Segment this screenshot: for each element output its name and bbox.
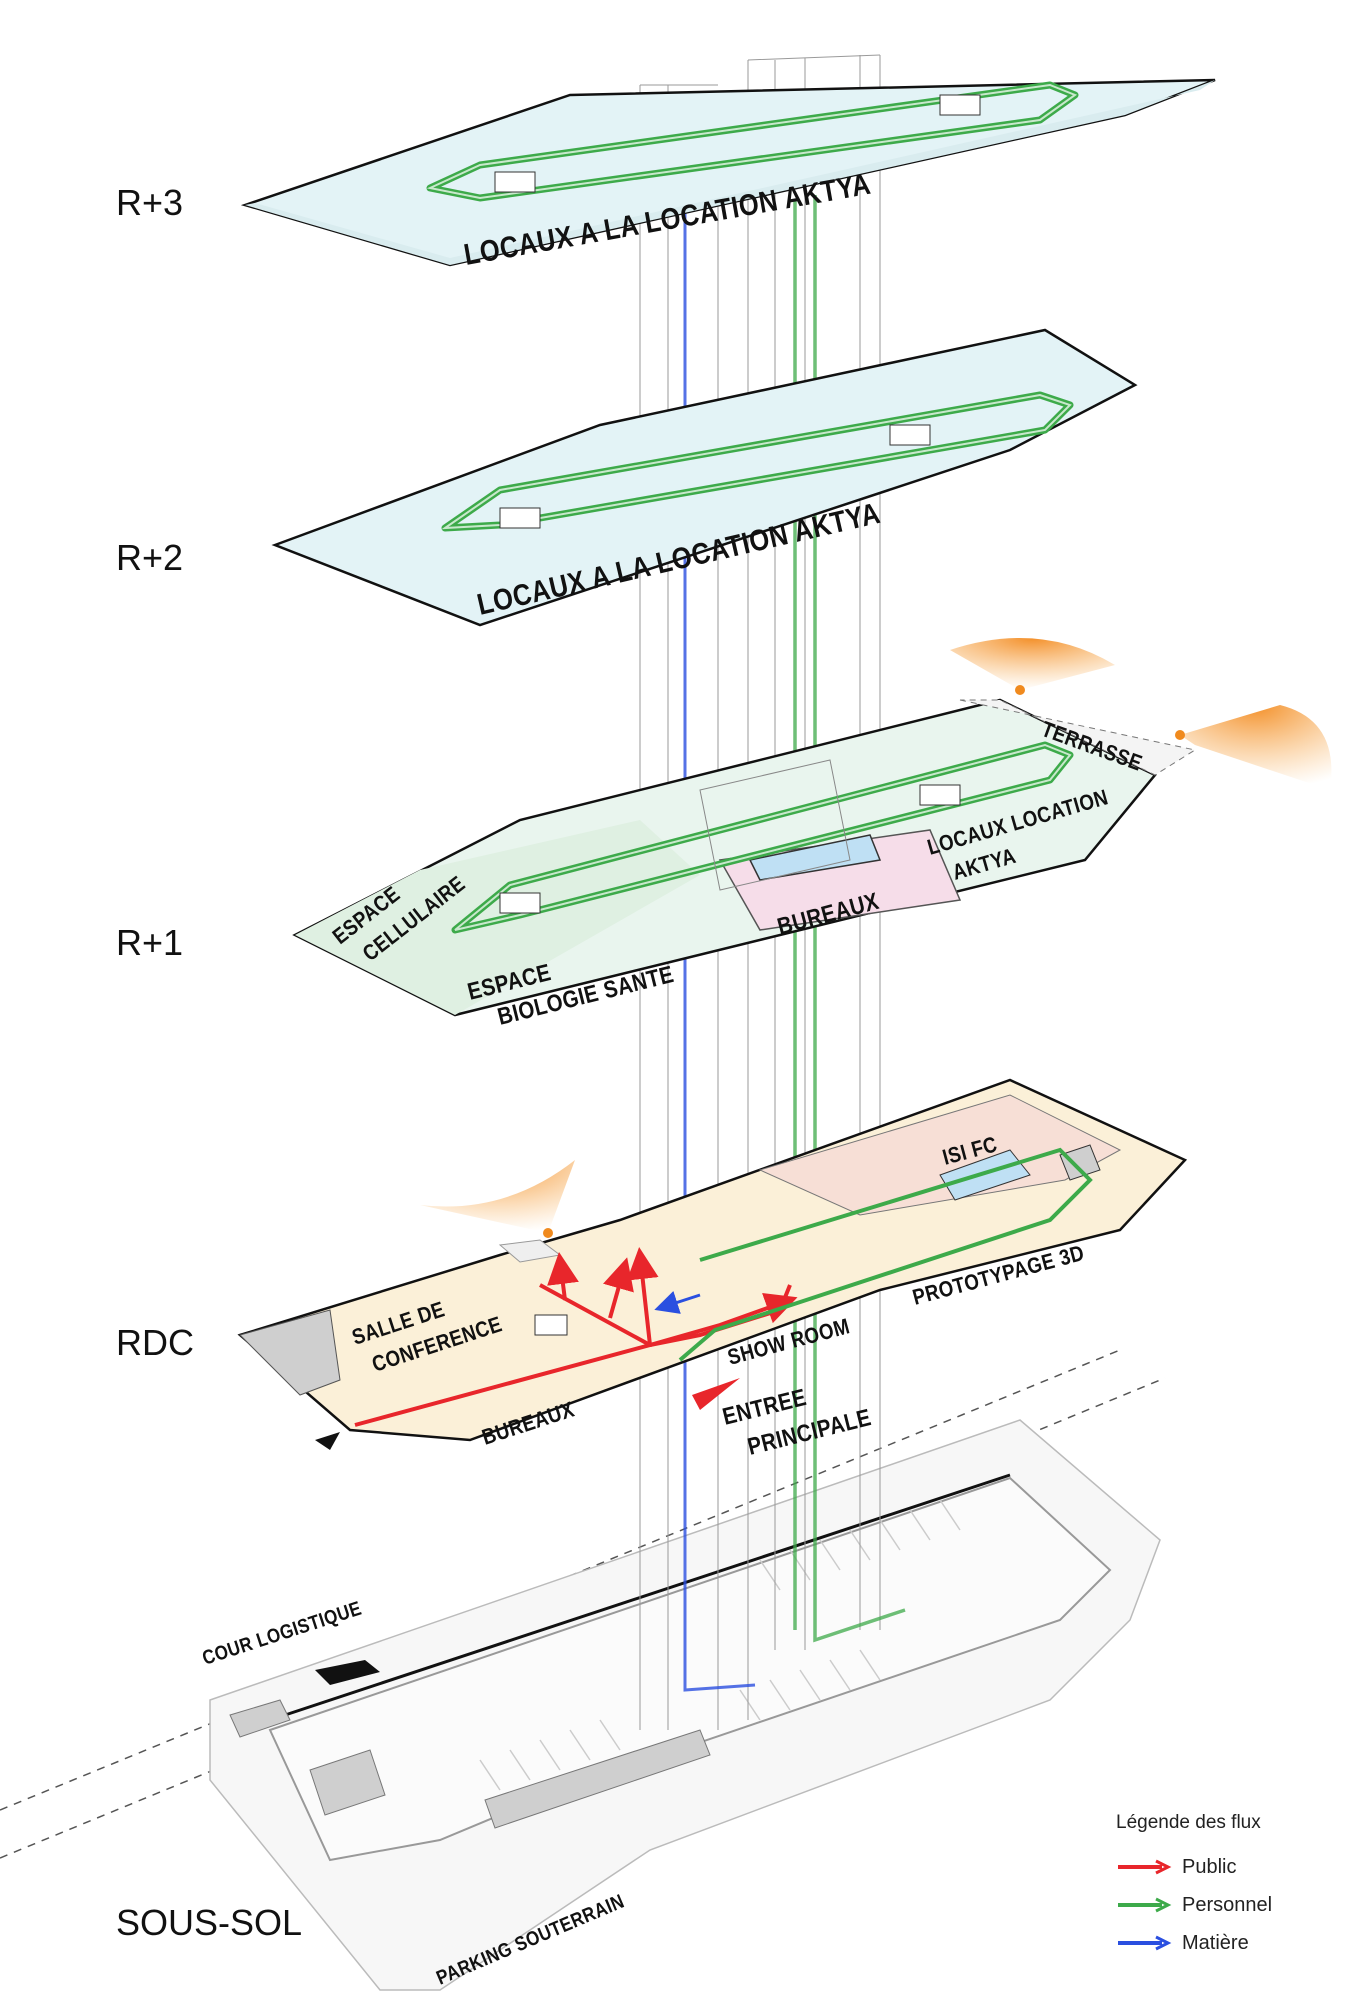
legend-label-public: Public <box>1182 1855 1237 1878</box>
legend-title: Légende des flux <box>1116 1812 1261 1833</box>
matiere-vertical-flow <box>683 155 756 1692</box>
rdc-personnel-flows <box>678 1147 1093 1362</box>
legend-item-personnel: Personnel <box>1116 1886 1356 1924</box>
flow-legend: Légende des flux Public Personnel Matièr… <box>1116 1812 1356 1962</box>
floor-r2 <box>271 328 1138 627</box>
light-glow-r1-terrasse <box>950 638 1115 690</box>
basement-plan <box>0 1349 1166 1991</box>
green-arrow-icon <box>1118 1897 1172 1913</box>
legend-item-matiere: Matière <box>1116 1924 1356 1962</box>
level-label-r1: R+1 <box>116 922 184 963</box>
level-label-r3: R+3 <box>116 182 184 223</box>
rdc-matiere-arrow <box>654 1291 701 1314</box>
level-label-sous-sol: SOUS-SOL <box>116 1902 303 1943</box>
blue-arrow-icon <box>1118 1935 1172 1951</box>
legend-label-matiere: Matière <box>1182 1931 1249 1954</box>
floor-r3 <box>240 78 1216 267</box>
light-glow-rdc <box>420 1160 575 1233</box>
legend-item-public: Public <box>1116 1848 1356 1886</box>
floor-r1 <box>292 698 1197 1017</box>
personnel-vertical-flow-2 <box>813 195 906 1643</box>
floor-rdc <box>237 1078 1188 1450</box>
light-glow-r1-right <box>1180 705 1332 790</box>
legend-label-personnel: Personnel <box>1182 1893 1273 1916</box>
level-label-r2: R+2 <box>116 537 184 578</box>
red-arrow-icon <box>1118 1859 1172 1875</box>
level-label-rdc: RDC <box>116 1322 194 1363</box>
